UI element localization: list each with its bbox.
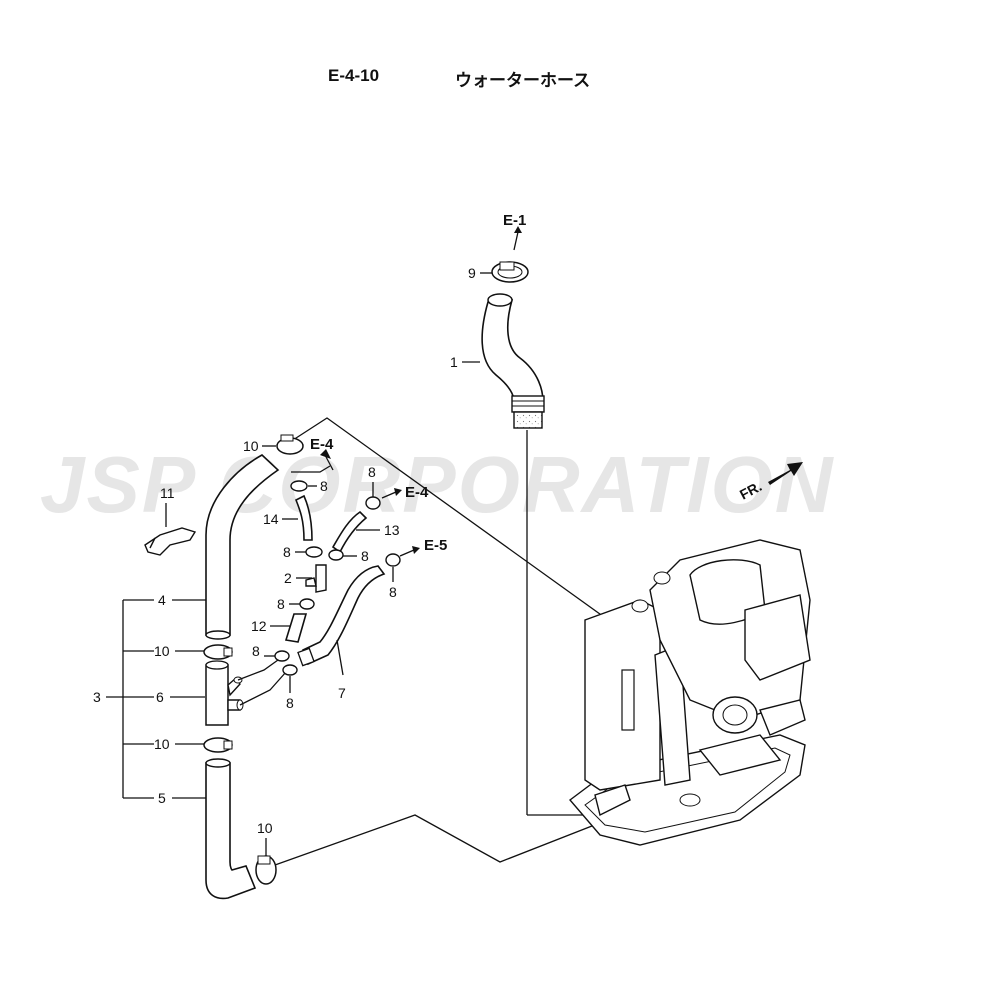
callout-8-g: 8 — [286, 695, 294, 711]
callout-5: 5 — [158, 790, 166, 806]
clamp-part-8-h-icon — [385, 553, 401, 567]
clamp-part-8-d-icon — [328, 549, 344, 561]
joint-part-2 — [305, 564, 327, 593]
callout-11: 11 — [160, 485, 175, 501]
hose-part-12 — [284, 613, 308, 643]
clamp-part-8-c-icon — [305, 546, 323, 558]
callout-1: 1 — [450, 354, 458, 370]
clamp-part-10-bottom-icon — [255, 855, 277, 885]
hose-part-5 — [205, 758, 257, 900]
clamp-part-8-a-icon — [290, 480, 308, 492]
callout-8-c: 8 — [283, 544, 291, 560]
ref-e4-top: E-4 — [310, 436, 334, 453]
clamp-part-8-f-icon — [274, 650, 290, 662]
callout-12: 12 — [251, 618, 267, 634]
callout-7: 7 — [338, 685, 346, 701]
callout-8-d: 8 — [361, 548, 369, 564]
hose-part-4 — [205, 454, 280, 640]
clamp-part-10-low-icon — [203, 737, 233, 753]
callout-10-mid: 10 — [154, 643, 170, 659]
diagram-title: ウォーターホース — [455, 71, 591, 91]
clamp-part-9-icon — [491, 261, 529, 283]
callout-3: 3 — [93, 689, 101, 705]
ref-e1: E-1 — [503, 212, 526, 229]
clamp-part-8-b-icon — [365, 496, 381, 510]
callout-10-top: 10 — [243, 438, 259, 454]
callout-4: 4 — [158, 592, 166, 608]
joint-part-6 — [205, 660, 244, 726]
clip-part-11-icon — [144, 527, 197, 556]
callout-14: 14 — [263, 511, 279, 527]
ref-e4-right: E-4 — [405, 484, 429, 501]
callout-8-f: 8 — [252, 643, 260, 659]
callout-10-low: 10 — [154, 736, 170, 752]
callout-10-bottom: 10 — [257, 820, 273, 836]
callout-9: 9 — [468, 265, 476, 281]
clamp-part-8-g-icon — [282, 664, 298, 676]
page-header: E-4-10 ウォーターホース — [0, 66, 1000, 96]
clamp-part-10-top-icon — [276, 434, 304, 455]
callout-8-a: 8 — [320, 478, 328, 494]
callout-6: 6 — [156, 689, 164, 705]
hose-part-7 — [297, 565, 386, 667]
engine-assembly — [568, 539, 811, 846]
callout-8-h: 8 — [389, 584, 397, 600]
hose-part-14 — [294, 494, 313, 541]
clamp-part-10-mid-icon — [203, 644, 233, 660]
callout-2: 2 — [284, 570, 292, 586]
hose-part-13 — [331, 510, 368, 554]
callout-8-b: 8 — [368, 464, 376, 480]
watermark-text: JSP CORPORATION — [40, 440, 835, 529]
clamp-part-8-e-icon — [299, 598, 315, 610]
callout-13: 13 — [384, 522, 400, 538]
hose-part-1 — [481, 293, 545, 429]
callout-8-e: 8 — [277, 596, 285, 612]
ref-e5: E-5 — [424, 537, 447, 554]
diagram-code: E-4-10 — [328, 66, 380, 85]
